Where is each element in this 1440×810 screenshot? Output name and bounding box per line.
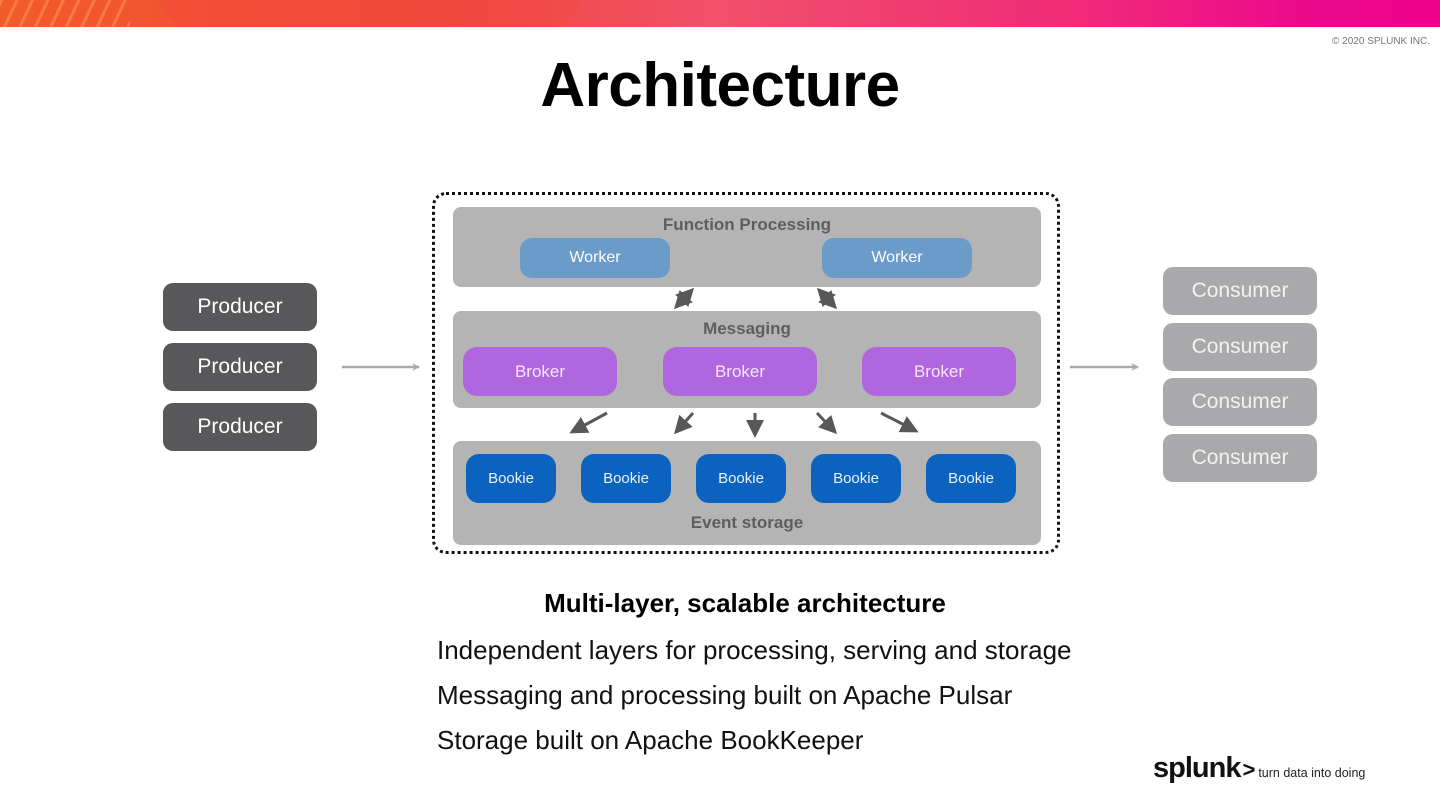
event-storage-layer: Bookie Bookie Bookie Bookie Bookie Event… [453, 441, 1041, 545]
logo-wordmark: splunk [1153, 752, 1241, 784]
producer-node: Producer [163, 343, 317, 391]
consumer-node: Consumer [1163, 267, 1317, 315]
chevron-right-icon: > [1242, 757, 1256, 782]
messaging-layer: Messaging Broker Broker Broker [453, 311, 1041, 408]
consumer-node: Consumer [1163, 378, 1317, 426]
decorative-stripes [0, 0, 130, 27]
splunk-logo: splunk > turn data into doing [1153, 752, 1365, 785]
bookie-node: Bookie [581, 454, 671, 503]
layer-title: Event storage [690, 513, 804, 532]
worker-node: Worker [520, 238, 670, 278]
layer-title: Function Processing [662, 215, 832, 234]
function-processing-layer: Function Processing Worker Worker [453, 207, 1041, 287]
summary-bullet: Storage built on Apache BookKeeper [437, 725, 864, 755]
bookie-node: Bookie [466, 454, 556, 503]
bookie-node: Bookie [811, 454, 901, 503]
consumer-node: Consumer [1163, 434, 1317, 482]
producer-node: Producer [163, 403, 317, 451]
bookie-node: Bookie [926, 454, 1016, 503]
producer-node: Producer [163, 283, 317, 331]
copyright-notice: © 2020 SPLUNK INC. [1332, 36, 1430, 47]
logo-tagline: turn data into doing [1258, 766, 1366, 780]
summary-bullet: Independent layers for processing, servi… [437, 635, 1072, 665]
worker-node: Worker [822, 238, 972, 278]
layer-title: Messaging [703, 319, 791, 338]
summary-heading: Multi-layer, scalable architecture [544, 588, 946, 618]
system-boundary [432, 192, 1060, 554]
slide-title: Architecture [540, 51, 900, 120]
broker-node: Broker [862, 347, 1016, 396]
consumer-node: Consumer [1163, 323, 1317, 371]
brand-header-bar [0, 0, 1440, 27]
decorative-arc [160, 0, 580, 27]
bookie-node: Bookie [696, 454, 786, 503]
broker-node: Broker [663, 347, 817, 396]
summary-bullet: Messaging and processing built on Apache… [437, 680, 1013, 710]
broker-node: Broker [463, 347, 617, 396]
